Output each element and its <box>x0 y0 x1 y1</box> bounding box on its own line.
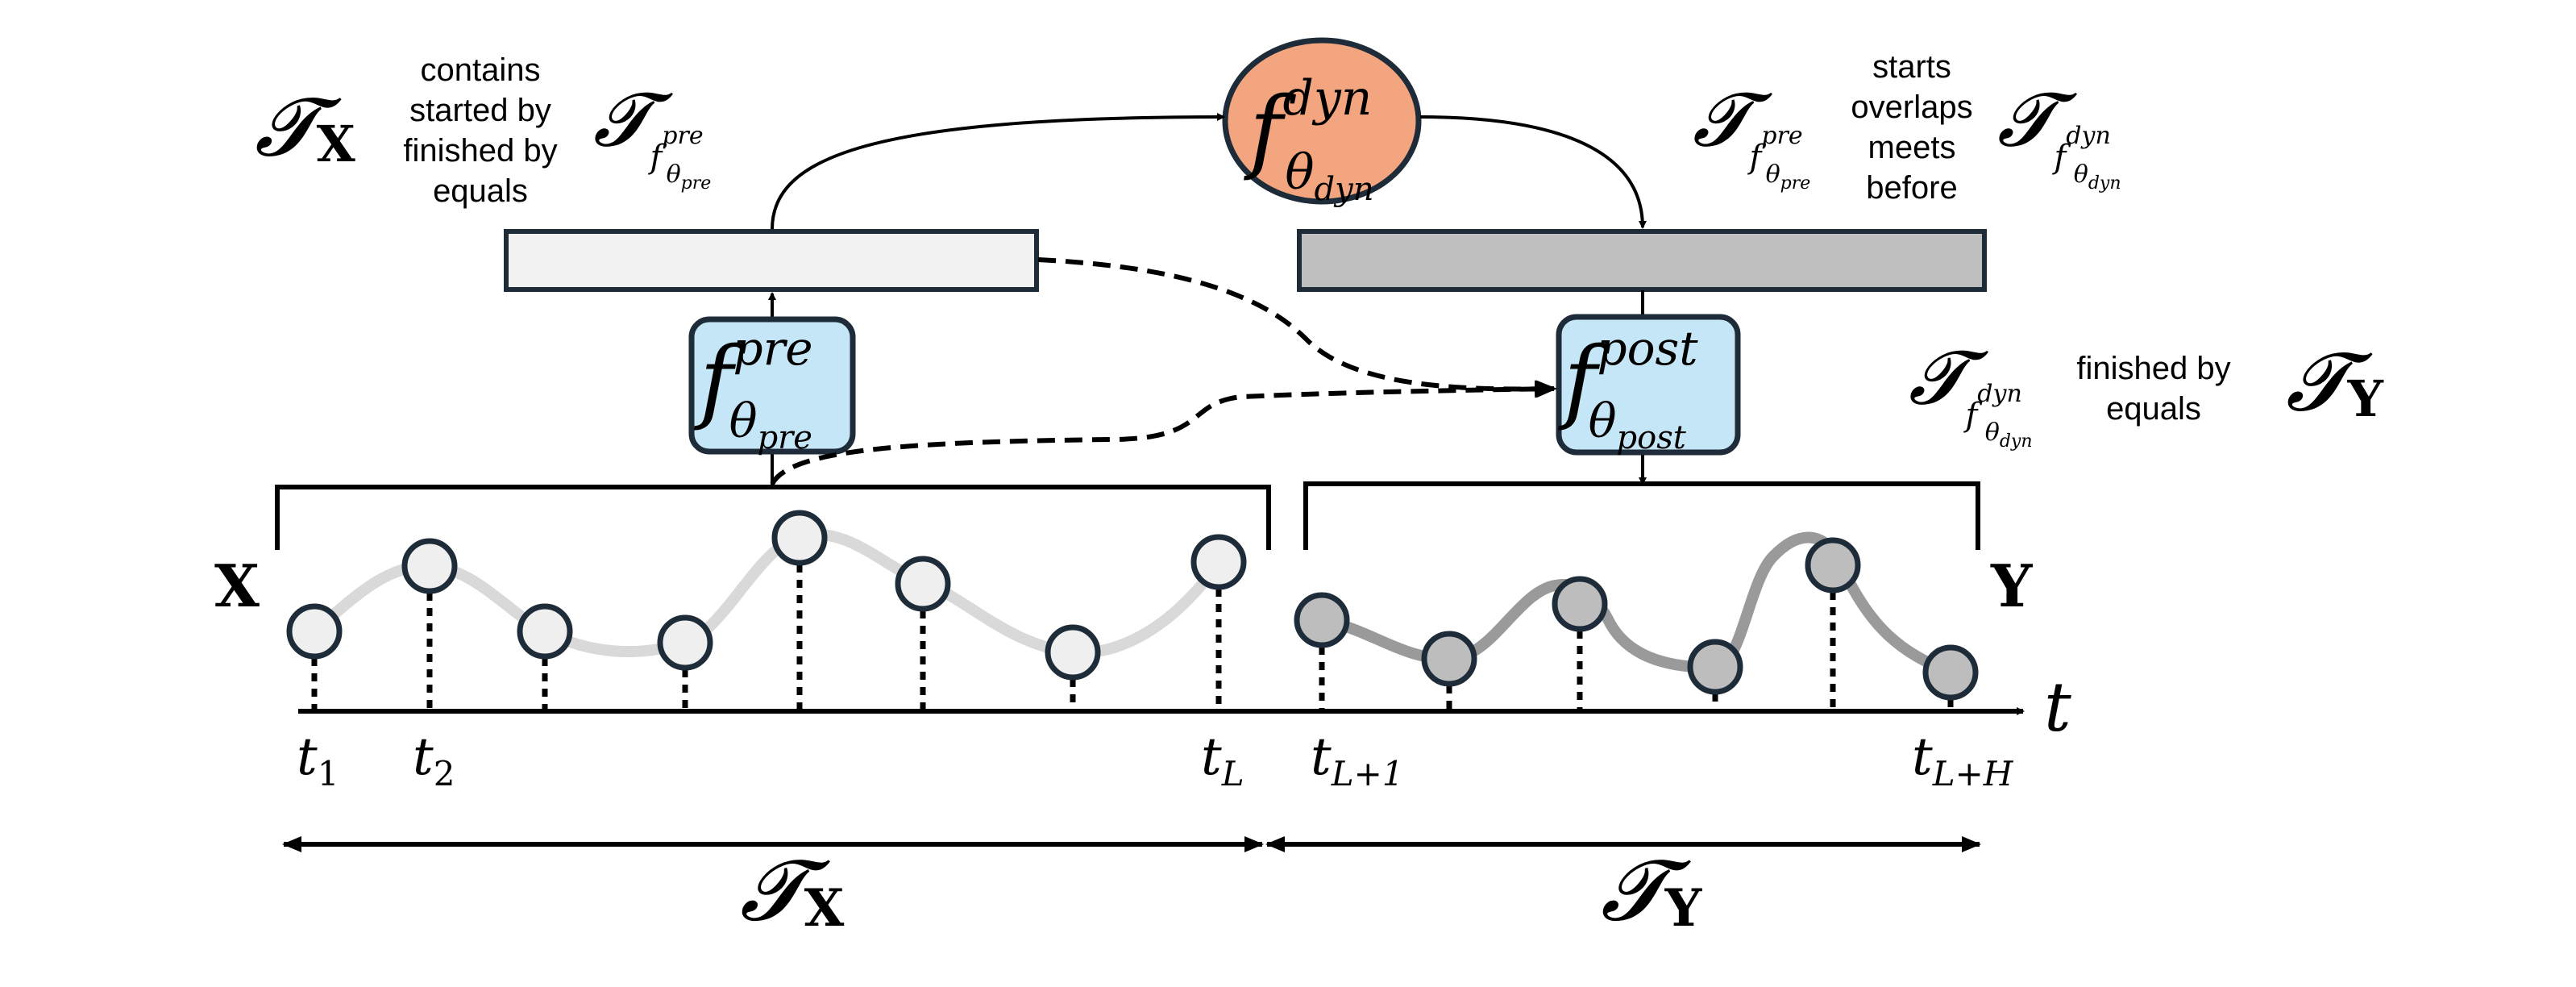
TX-label-top-left: 𝓣X <box>255 80 356 174</box>
relation-starts: starts <box>1872 49 1951 85</box>
input-point <box>286 603 343 660</box>
input-point <box>1045 624 1101 681</box>
relation-started-by: started by <box>409 93 551 128</box>
left-relations-list: contains started by finished by equals <box>403 52 557 209</box>
output-bracket <box>1303 481 1980 550</box>
input-point <box>657 614 713 671</box>
relation-finished-by: finished by <box>403 133 557 169</box>
relation-equals: equals <box>433 173 528 209</box>
output-embedding-bar <box>1297 229 1987 292</box>
Y-label: Y <box>1990 552 2034 620</box>
X-label: X <box>214 552 260 620</box>
tick-tL1: tL+1 <box>1311 727 1404 793</box>
relation-meets: meets <box>1868 130 1956 165</box>
dashed-skip-from-bracket <box>770 380 1556 485</box>
output-point <box>1922 644 1979 701</box>
input-point <box>517 603 573 660</box>
t-axis-label: t <box>2044 668 2071 747</box>
tick-tLH: tL+H <box>1912 727 2014 793</box>
tick-tL: tL <box>1201 727 1244 793</box>
input-bracket <box>275 485 1271 550</box>
input-point <box>895 556 951 612</box>
output-point <box>1294 592 1350 648</box>
relation-overlaps: overlaps <box>1851 90 1972 125</box>
right-mid-relations-list: finished by equals <box>2076 351 2230 427</box>
relation-contains: contains <box>421 52 541 88</box>
input-stems <box>311 564 1222 710</box>
time-ticks: t1 t2 tL tL+1 tL+H <box>297 727 2014 793</box>
relation-equals-2: equals <box>2106 391 2201 427</box>
dashed-skip-from-bar <box>1037 257 1557 398</box>
right-relations-list: starts overlaps meets before <box>1851 49 1972 206</box>
tick-t2: t2 <box>413 727 455 793</box>
input-points <box>286 510 1247 681</box>
input-point <box>1190 534 1247 590</box>
input-point <box>771 510 828 566</box>
relation-before: before <box>1866 170 1957 206</box>
output-point <box>1687 639 1743 695</box>
TX-span-label: 𝓣X <box>740 841 845 939</box>
TY-label-mid-right: 𝓣Y <box>2286 335 2384 429</box>
arc-pre-to-dyn <box>771 113 1225 230</box>
tick-t1: t1 <box>297 727 339 793</box>
output-point <box>1552 576 1608 632</box>
input-embedding-bar <box>504 229 1039 292</box>
input-point <box>401 538 458 594</box>
arc-dyn-to-post <box>1419 115 1647 229</box>
output-points <box>1294 537 1979 701</box>
relation-finished-by-2: finished by <box>2076 351 2230 386</box>
output-stems <box>1319 592 1954 710</box>
output-point <box>1805 537 1861 593</box>
output-point <box>1421 631 1477 687</box>
TY-span-label: 𝓣Y <box>1601 841 1703 939</box>
